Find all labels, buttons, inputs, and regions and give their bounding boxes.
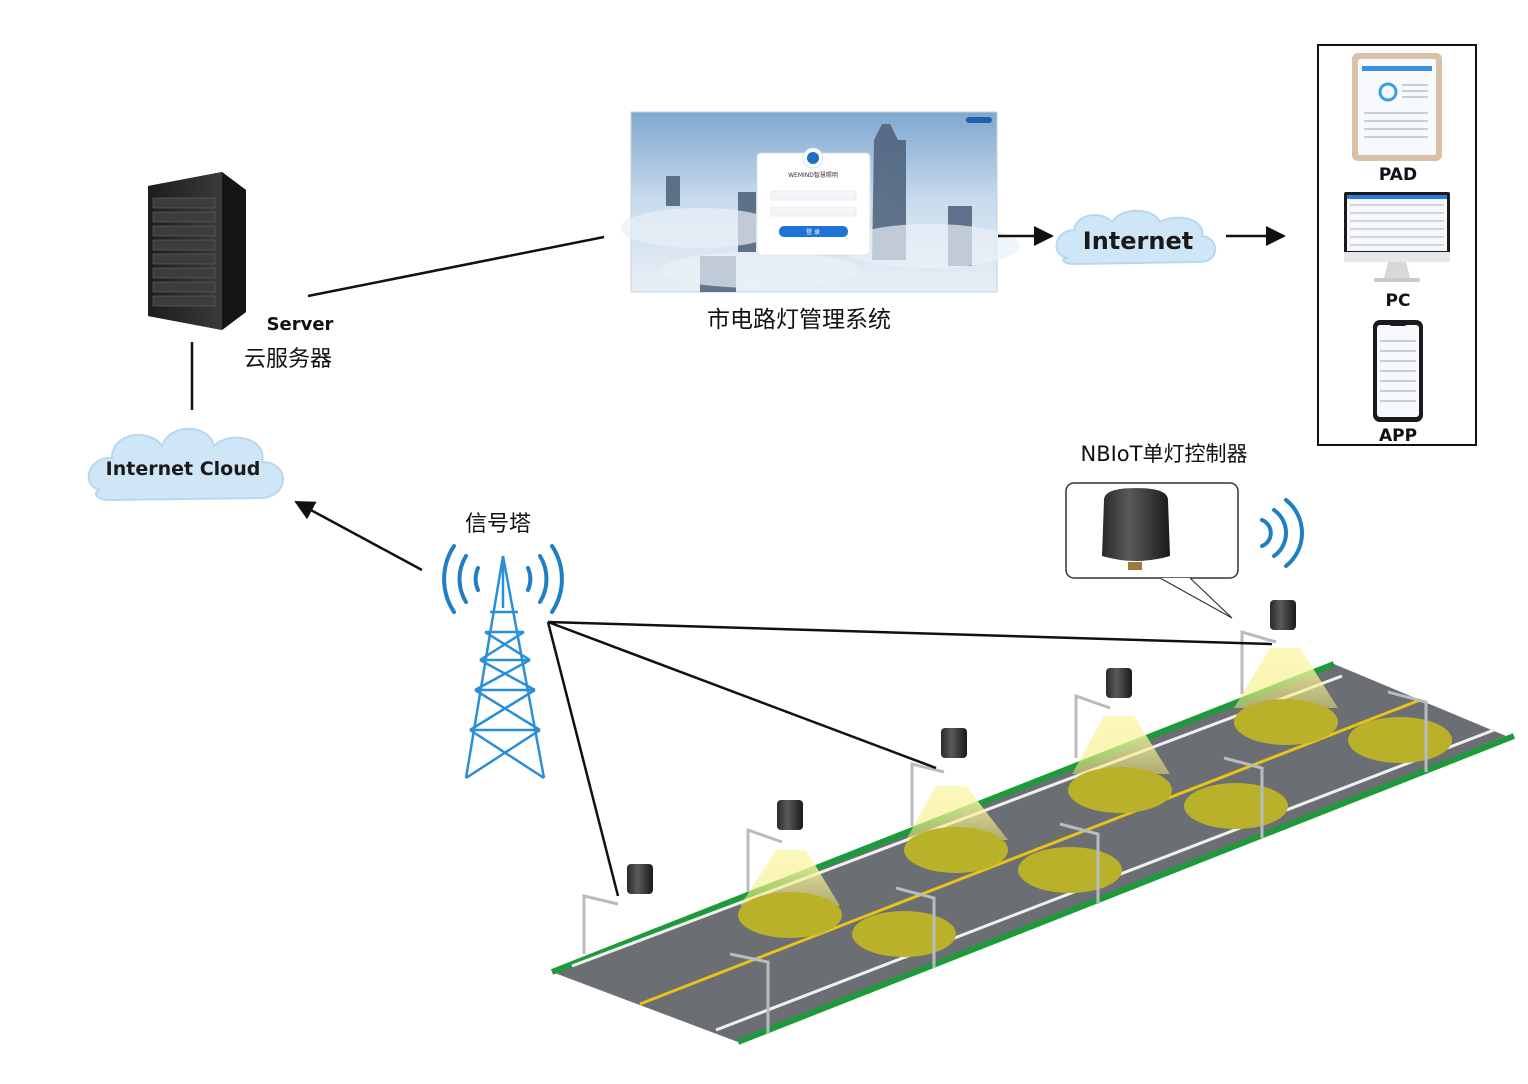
controller-signal-waves-icon [1260,498,1304,568]
system-title: 市电路灯管理系统 [707,307,891,333]
tower-light-links [546,620,1273,897]
internet-cloud-left-icon [87,427,284,502]
internet-cloud-right-icon [1055,209,1217,266]
device-label-app: APP [1379,426,1417,446]
server-label-cn: 云服务器 [244,347,332,372]
desktop-monitor-icon [1344,192,1450,282]
device-label-pad: PAD [1379,165,1417,185]
smartphone-icon [1373,320,1423,422]
login-button-label: 登 录 [806,228,820,236]
device-label-pc: PC [1386,291,1411,311]
street-light-poles [582,629,1428,1034]
internet-cloud-right-label: Internet [1083,227,1193,255]
nbiot-controller-icon [1102,488,1170,570]
controller-label: NBIoT单灯控制器 [1081,442,1248,466]
server-label-en: Server [267,314,334,335]
tower-cloud-arrow [294,500,423,572]
signal-tower-icon [464,555,546,780]
server-rack-icon [148,172,246,330]
tower-signal-waves-icon [442,544,564,614]
internet-cloud-left-label: Internet Cloud [106,458,261,480]
tower-label: 信号塔 [465,512,531,537]
management-system-screenshot: WEMIND智慧照明 登 录 [620,111,1020,293]
tablet-icon [1352,53,1442,161]
controller-callout-pointer [1159,577,1233,619]
light-spots [738,648,1452,957]
server-system-link [307,235,605,298]
login-brand: WEMIND智慧照明 [788,171,838,179]
pole-controller-icons [627,600,1296,894]
road [550,661,1516,1045]
